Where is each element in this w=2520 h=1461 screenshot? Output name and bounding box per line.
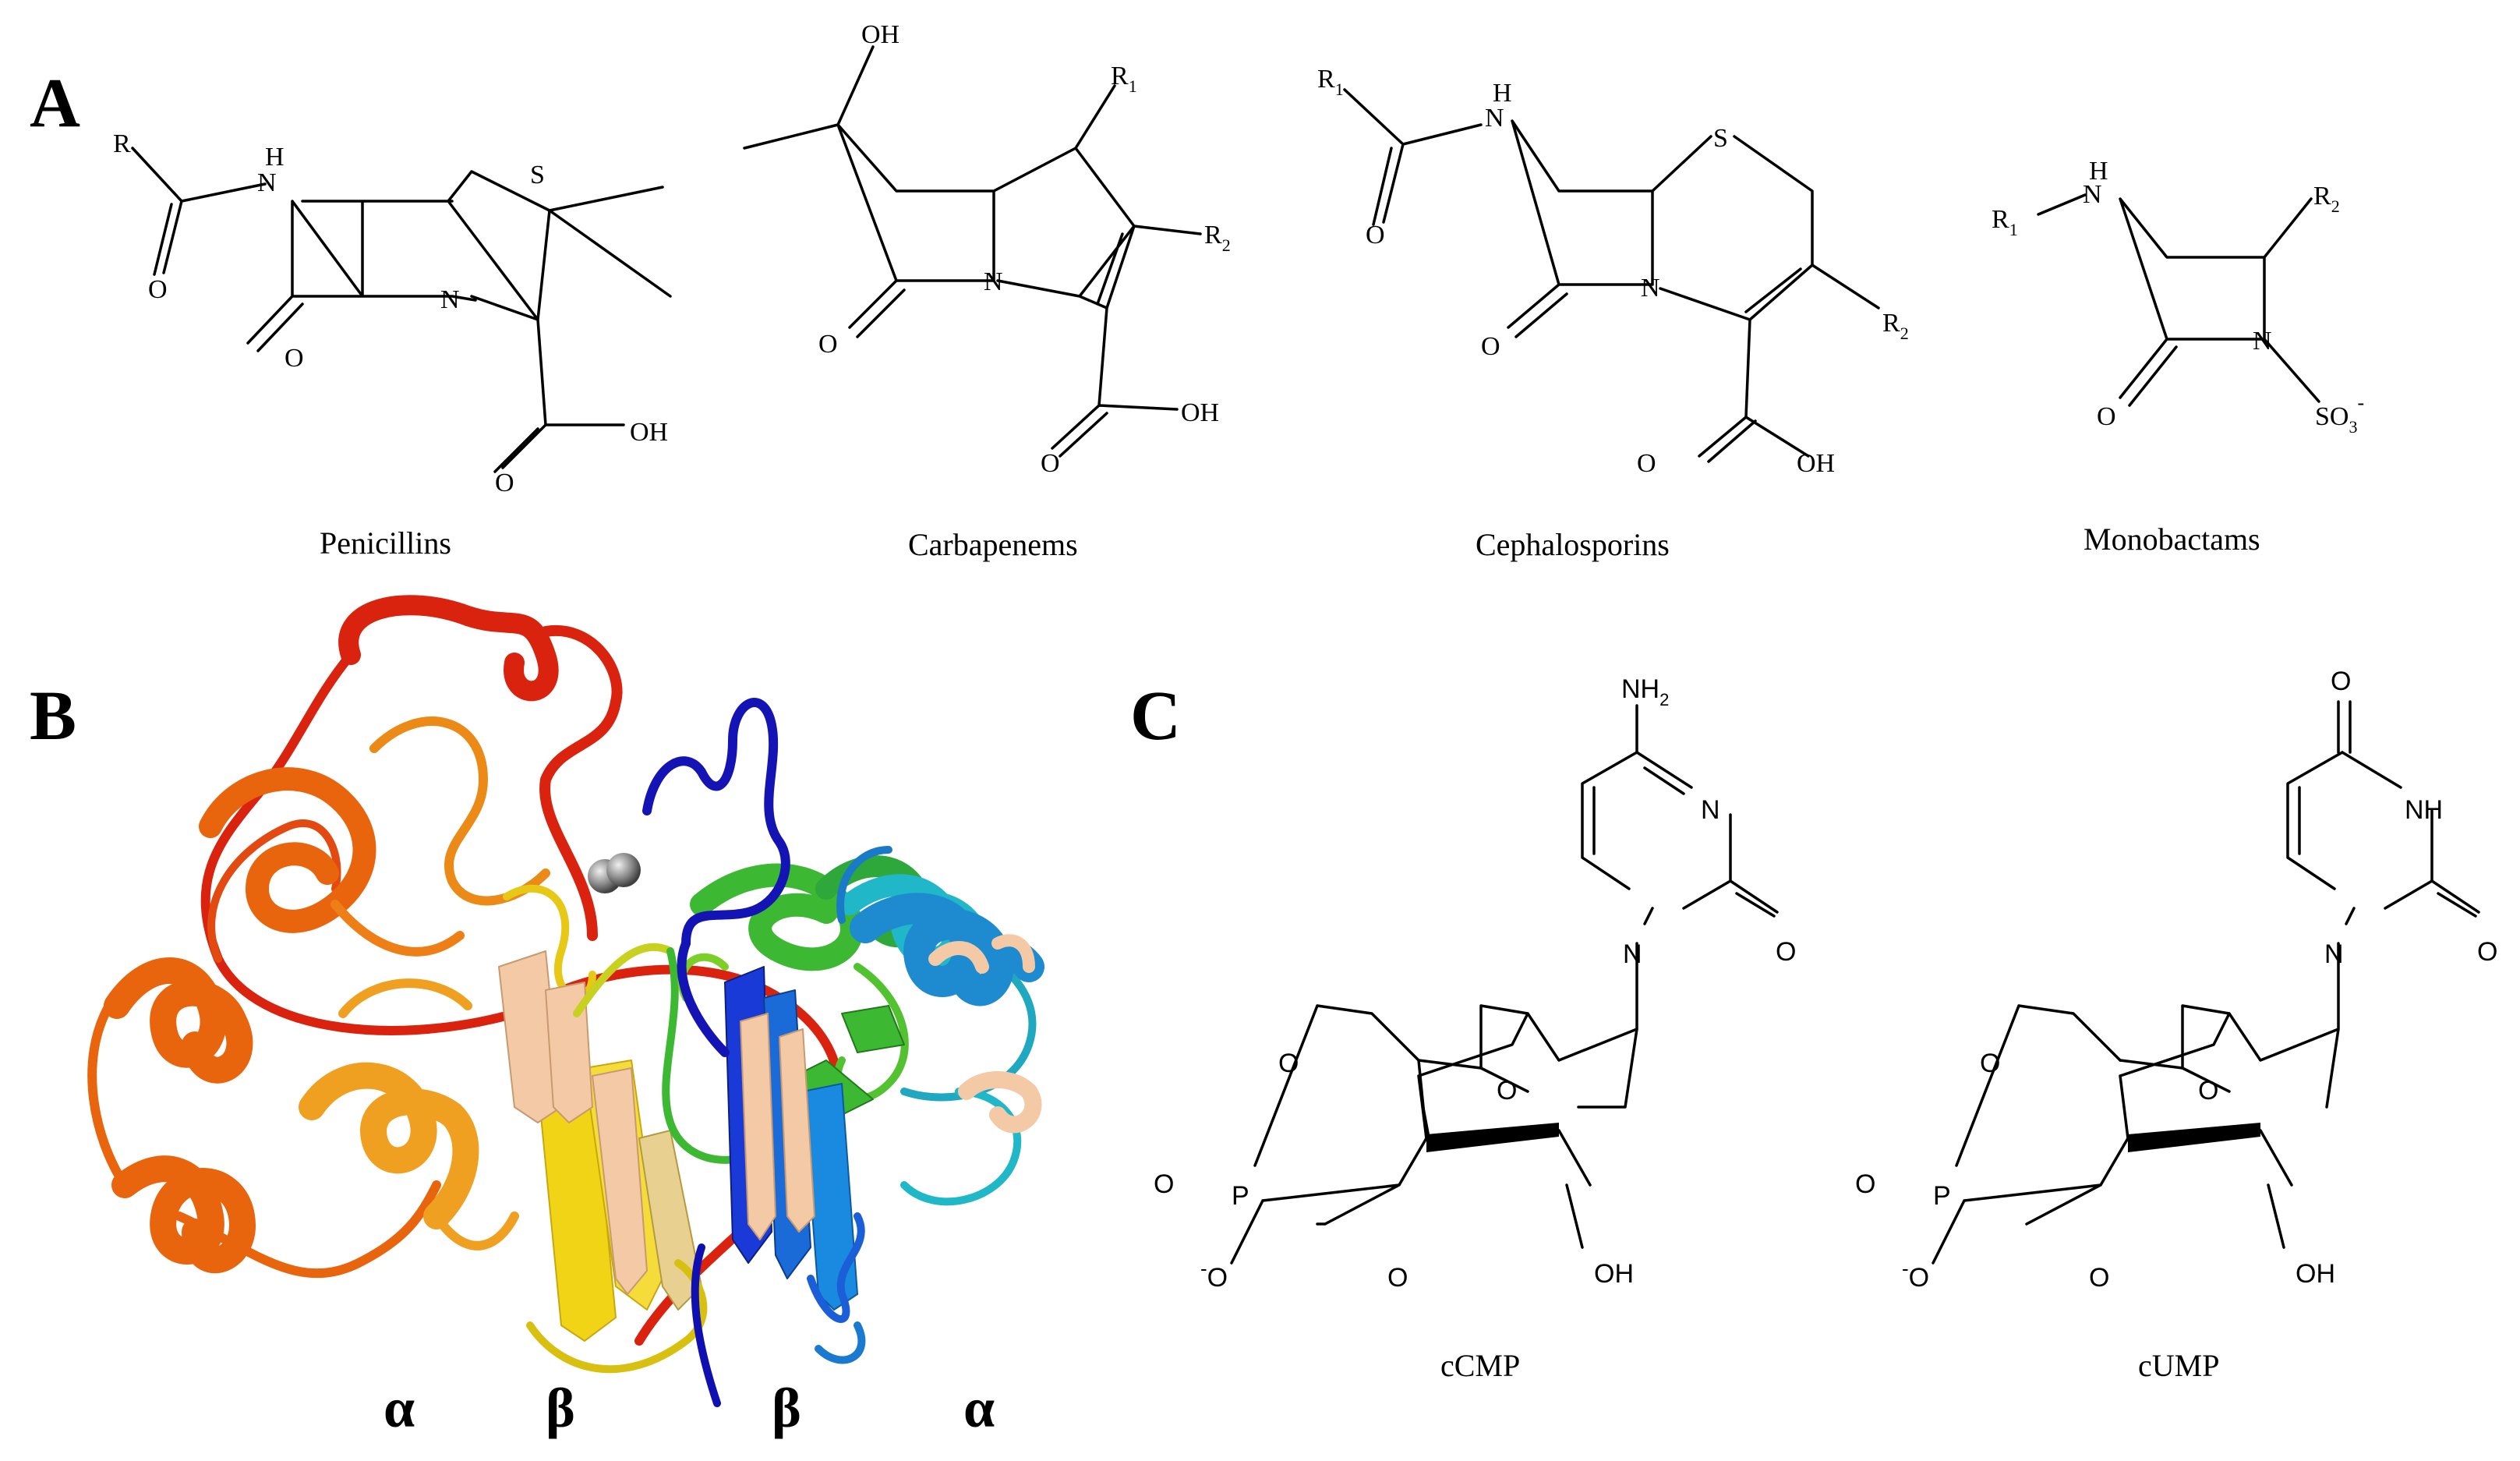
atom-o: O: [818, 330, 838, 359]
atom-n: N: [1701, 795, 1720, 825]
caption-ccmp: cCMP: [1440, 1348, 1520, 1383]
atom-p: P: [1933, 1181, 1951, 1211]
atom-oh: OH: [630, 418, 668, 447]
atom-oh: OH: [2296, 1259, 2335, 1289]
atom-o: O: [1980, 1049, 2000, 1078]
atom-n: N: [1623, 939, 1642, 969]
atom-r2: R2: [1204, 221, 1231, 255]
atom-n: N: [2324, 939, 2344, 969]
atom-o: O: [2477, 937, 2497, 967]
atom-r1: R1: [1111, 62, 1137, 96]
atom-oh: OH: [1797, 449, 1835, 478]
atom-o: O: [1041, 449, 1060, 478]
atom-s: S: [1713, 124, 1728, 153]
atom-o: O: [1481, 332, 1500, 361]
atom-p: P: [1232, 1181, 1249, 1211]
atom-o-minus: -O: [1200, 1257, 1228, 1293]
cephalosporin-structure: R1 H N O S N O R2 O OH: [1317, 65, 1909, 478]
atom-o: O: [1387, 1263, 1408, 1293]
atom-o-minus: -O: [1902, 1257, 1929, 1293]
caption-penicillins: Penicillins: [320, 525, 451, 561]
caption-cephalosporins: Cephalosporins: [1476, 527, 1670, 562]
atom-n: N: [257, 168, 277, 197]
carbapenem-structure: OH R1 R2 O N O OH: [743, 20, 1231, 478]
protein-ribbon-structure: [87, 595, 1044, 1407]
monobactam-structure: R1 H N R2 N O SO3-: [1992, 157, 2364, 437]
atom-oh: OH: [861, 20, 899, 49]
penicillin-structure: R H N O N O S O OH: [113, 129, 672, 497]
atom-h: H: [2089, 157, 2108, 186]
domain-label-alpha: α: [383, 1377, 415, 1439]
ccmp-structure: NH2 N N O O O O P O -O OH: [1154, 674, 1796, 1293]
panel-label-b: B: [30, 677, 76, 755]
domain-label-alpha: α: [963, 1377, 995, 1439]
atom-o: O: [2331, 667, 2351, 696]
atom-r1: R1: [1992, 205, 2018, 239]
caption-monobactams: Monobactams: [2084, 522, 2260, 557]
domain-label-beta: β: [546, 1377, 575, 1439]
atom-o: O: [1637, 449, 1656, 478]
atom-so3: SO3-: [2315, 391, 2364, 437]
caption-cump: cUMP: [2138, 1348, 2219, 1383]
atom-r2: R2: [2313, 182, 2340, 216]
atom-o: O: [285, 344, 304, 373]
atom-o: O: [1366, 221, 1385, 249]
atom-s: S: [530, 161, 545, 189]
atom-o: O: [1278, 1049, 1299, 1078]
atom-n: N: [1485, 104, 1504, 133]
atom-r: R: [113, 129, 131, 158]
atom-n: N: [440, 285, 460, 314]
atom-n: N: [1641, 274, 1660, 302]
caption-carbapenems: Carbapenems: [908, 527, 1078, 562]
atom-h: H: [1493, 79, 1512, 108]
atom-nh: NH: [2405, 795, 2443, 825]
atom-r2: R2: [1882, 309, 1909, 343]
atom-o: O: [1855, 1169, 1875, 1199]
atom-n: N: [984, 267, 1003, 296]
atom-h: H: [265, 143, 285, 172]
atom-o: O: [2198, 1076, 2218, 1105]
metal-ion-sphere: [606, 853, 641, 887]
atom-n: N: [2253, 327, 2272, 356]
panel-label-c: C: [1130, 677, 1181, 755]
atom-n: N: [2083, 180, 2102, 209]
atom-o: O: [495, 469, 514, 497]
panel-label-a: A: [30, 65, 80, 142]
atom-o: O: [2089, 1263, 2109, 1293]
atom-o: O: [148, 275, 168, 304]
atom-o: O: [1497, 1076, 1517, 1105]
atom-oh: OH: [1181, 398, 1219, 427]
atom-oh: OH: [1594, 1259, 1634, 1289]
atom-nh2: NH2: [1621, 674, 1669, 709]
domain-label-beta: β: [772, 1377, 801, 1439]
atom-o: O: [2097, 402, 2116, 431]
cump-structure: O NH N O O O O P O -O OH: [1855, 667, 2497, 1293]
atom-r1: R1: [1317, 65, 1344, 99]
atom-o: O: [1154, 1169, 1174, 1199]
atom-o: O: [1776, 937, 1796, 967]
